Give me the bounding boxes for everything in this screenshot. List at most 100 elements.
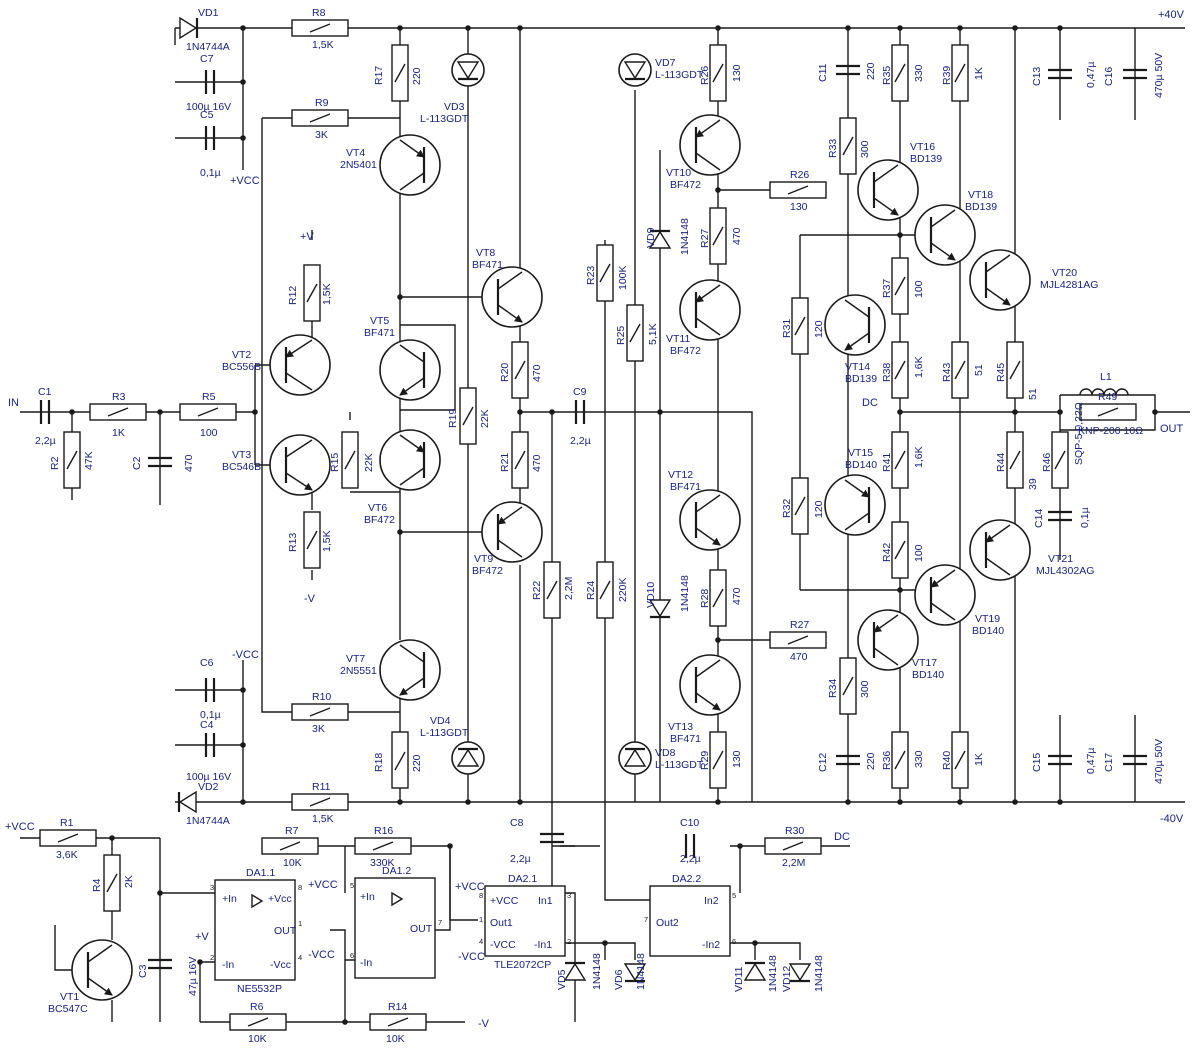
svg-text:R27: R27 [790,619,809,631]
svg-text:R45: R45 [995,363,1007,382]
svg-text:BF471: BF471 [364,327,395,339]
svg-text:R40: R40 [941,751,953,770]
svg-text:3K: 3K [312,723,325,735]
svg-text:R38: R38 [881,363,893,382]
svg-text:DA2.1: DA2.1 [508,873,537,885]
port-out: OUT [1160,423,1184,435]
svg-text:220: 220 [865,62,877,80]
svg-text:R15: R15 [329,453,341,472]
svg-text:SQP-5 0,22Ω: SQP-5 0,22Ω [1073,402,1085,465]
svg-text:R6: R6 [250,1001,264,1013]
capacitor-c6: C60,1µ [200,657,221,721]
capacitor-c2: C2 470 [131,454,195,472]
svg-text:1N4148: 1N4148 [813,955,825,992]
svg-text:VD9: VD9 [645,227,657,248]
svg-text:L-113GDT: L-113GDT [655,69,704,81]
inductor-l1: L1 [1079,371,1129,396]
svg-text:1K: 1K [973,67,985,80]
svg-text:BF471: BF471 [670,733,701,745]
rail-v-pos: +V [300,231,314,243]
resistor-r8: R81,5K [291,7,349,51]
svg-text:R3: R3 [112,391,126,403]
svg-text:1,5K: 1,5K [321,530,333,552]
opamp-da1-1: DA1.1 +In -In +Vcc -Vcc OUT NE5532P 3 2 … [210,867,302,995]
opamp-da2-1: DA2.1 +VCC -VCC Out1 In1 -In1 TLE2072CP … [479,873,571,971]
svg-text:2,2µ: 2,2µ [680,853,701,865]
svg-text:VT7: VT7 [346,653,365,665]
svg-text:VT9: VT9 [474,553,493,565]
svg-text:BF472: BF472 [364,514,395,526]
svg-text:C5: C5 [200,109,214,121]
svg-text:1N4148: 1N4148 [767,955,779,992]
svg-text:1,5K: 1,5K [321,283,333,305]
svg-text:R12: R12 [287,286,299,305]
svg-text:3: 3 [210,883,214,892]
svg-text:VD11: VD11 [733,966,745,992]
svg-text:BC547C: BC547C [48,1003,88,1015]
svg-text:VT13: VT13 [668,721,693,733]
svg-text:47µ 16V: 47µ 16V [187,957,199,996]
svg-text:DA1.2: DA1.2 [382,865,411,877]
svg-text:-In2: -In2 [702,939,720,951]
svg-text:C2: C2 [131,456,143,470]
svg-text:VT14: VT14 [845,361,870,373]
svg-text:470: 470 [183,454,195,472]
svg-text:R24: R24 [585,581,597,600]
svg-text:300: 300 [859,680,871,698]
svg-text:1N4744A: 1N4744A [186,815,230,827]
svg-text:47K: 47K [83,451,95,470]
svg-text:R25: R25 [615,326,627,345]
svg-text:C16: C16 [1103,67,1115,86]
svg-text:C10: C10 [680,817,699,829]
svg-text:C1: C1 [38,386,52,398]
svg-text:R28: R28 [699,589,711,608]
svg-text:VT8: VT8 [476,247,495,259]
svg-text:-Vcc: -Vcc [270,959,291,971]
svg-text:1: 1 [298,919,302,928]
svg-text:R29: R29 [699,751,711,770]
svg-text:BD140: BD140 [845,459,877,471]
capacitor-c9: C92,2µ [570,386,591,447]
svg-text:R37: R37 [881,279,893,298]
rail-labels: +40V -40V +VCC -VCC +V -V +VCC +VCC -VCC… [5,9,1185,1030]
rail-v-neg-2: -V [478,1018,490,1030]
svg-text:2,2µ: 2,2µ [570,435,591,447]
svg-text:0,1µ: 0,1µ [200,709,221,721]
svg-text:BD139: BD139 [845,373,877,385]
svg-text:39: 39 [1027,478,1039,490]
svg-text:VT16: VT16 [910,141,935,153]
svg-text:Out2: Out2 [656,917,679,929]
svg-text:VT3: VT3 [232,449,251,461]
svg-text:C12: C12 [817,753,829,772]
svg-text:R43: R43 [941,363,953,382]
svg-text:R26: R26 [790,169,809,181]
svg-text:VD3: VD3 [444,101,465,113]
svg-text:VD10: VD10 [645,582,657,608]
svg-text:2N5401: 2N5401 [340,159,377,171]
svg-text:3K: 3K [315,129,328,141]
svg-text:220K: 220K [617,577,629,602]
